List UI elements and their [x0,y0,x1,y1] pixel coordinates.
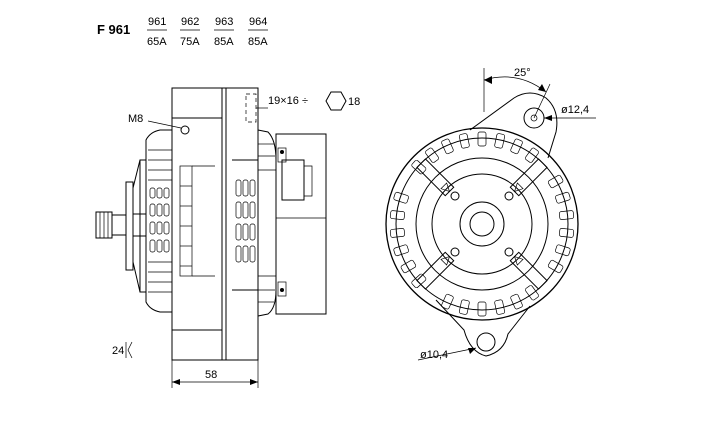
spokes [416,158,548,290]
top-hole-callout: ø12,4 [544,104,596,121]
bolt-holes [450,191,514,257]
model-title: F 961 [97,22,130,37]
variant-amps: 85A [248,36,268,48]
terminal-size-label: 19×16 ÷ [268,95,308,107]
variant-962: 962 75A [180,16,200,48]
front-fins [145,129,173,313]
width-label: 58 [205,369,217,381]
variant-code: 963 [215,16,233,28]
bottom-hole [476,332,496,352]
terminal-callout: 19×16 ÷ 18 [256,91,360,111]
front-view: 25° ø12,4 ø10,4 [385,67,596,361]
side-view: M8 19×16 ÷ 18 58 24 [95,87,360,388]
variant-amps: 75A [180,36,200,48]
rear-housing [221,87,259,361]
m8-label: M8 [128,113,143,125]
variant-961: 961 65A [147,16,167,48]
variant-code: 962 [181,16,199,28]
housing-outline [385,127,579,321]
variant-code: 964 [249,16,267,28]
variant-964: 964 85A [248,16,268,48]
width-dimension: 58 [171,360,259,388]
rear-fins [257,129,277,317]
variant-amps: 65A [147,36,167,48]
variant-code: 961 [148,16,166,28]
vent-slots [389,131,575,317]
angle-dimension: 25° [483,67,551,119]
variant-963: 963 85A [214,16,234,48]
pulley-groove-callout: 24 [112,341,133,359]
angle-label: 25° [514,67,531,79]
pulley-groove-label: 24 [112,345,124,357]
front-housing [171,87,223,361]
top-mounting-ear [469,92,558,159]
bottom-hole-label: ø10,4 [420,349,448,361]
pulley [125,159,147,293]
variant-amps: 85A [214,36,234,48]
hex-size-label: 18 [348,96,360,108]
m8-callout: M8 [128,113,182,129]
regulator-box [275,133,327,315]
top-hole-label: ø12,4 [561,104,589,116]
shaft [95,211,127,239]
header-block: F 961 961 65A 962 75A 963 85A 964 85A [97,16,268,48]
hex-icon [325,91,347,111]
m8-thread-hole [180,125,190,135]
bottom-hole-callout: ø10,4 [417,347,477,361]
bottom-mounting-ear [435,299,531,357]
